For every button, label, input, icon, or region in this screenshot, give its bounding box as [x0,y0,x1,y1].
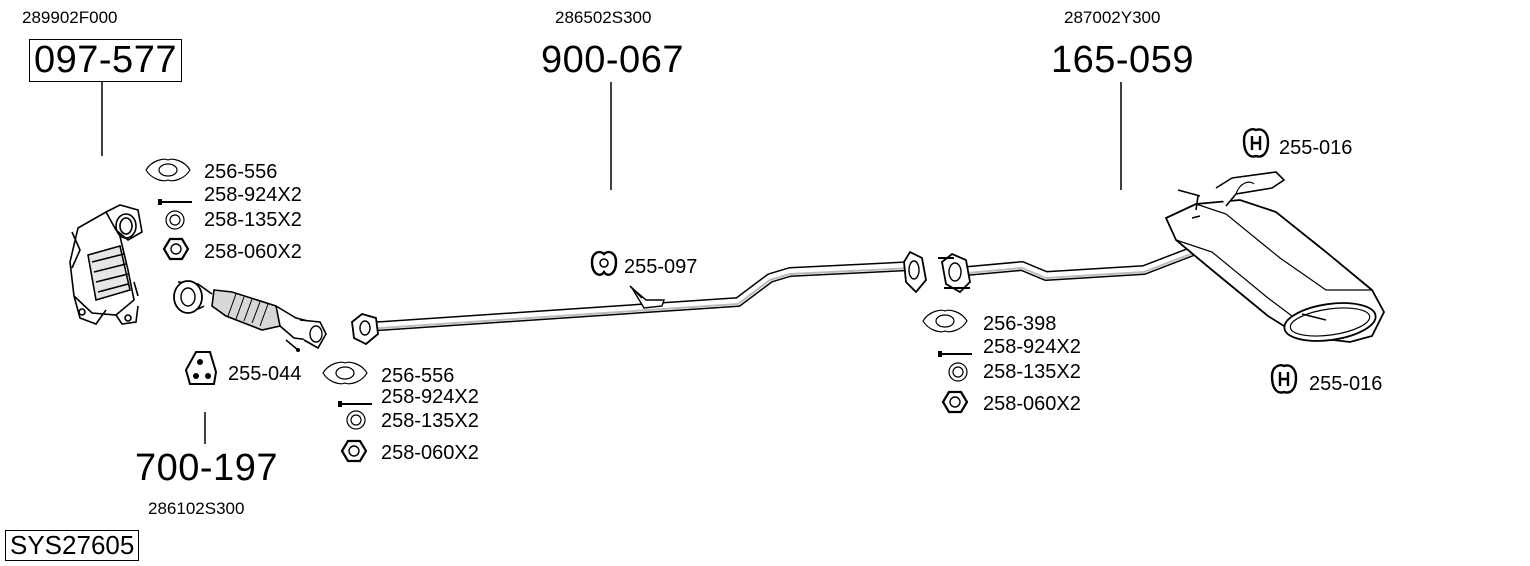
bolt-icon-a [158,199,192,205]
center-pipe-oem-number: 286502S300 [555,8,652,27]
bolt-label-b: 258-924X2 [381,386,479,408]
hanger-label-255-097: 255-097 [624,256,698,278]
hanger-label-top-right: 255-016 [1279,137,1353,159]
nut-label-c: 258-060X2 [983,393,1081,415]
gasket-icon-a [145,158,191,182]
front-pipe-part-number: 700-197 [135,447,278,489]
center-pipe [351,250,927,346]
spring-label-a: 258-135X2 [204,209,302,231]
spring-label-b: 258-135X2 [381,410,479,432]
center-pipe-part-number: 900-067 [541,39,684,81]
hanger-label-bottom-right: 255-016 [1309,373,1383,395]
gasket-label-c: 256-398 [983,313,1057,335]
bolt-label-a: 258-924X2 [204,184,302,206]
rear-silencer [938,171,1386,343]
hanger-255-016-top-icon [1242,128,1270,158]
hanger-label-255-044: 255-044 [228,363,302,385]
spring-washer-icon-c [948,362,968,382]
front-pipe-flex [173,280,327,352]
bolt-icon-b [338,401,372,407]
nut-icon-a [162,237,190,261]
spring-label-c: 258-135X2 [983,361,1081,383]
system-code: SYS27605 [5,530,140,561]
hanger-255-097-icon [590,250,618,276]
catalyst-oem-number: 289902F000 [22,8,118,27]
nut-label-b: 258-060X2 [381,442,479,464]
spring-washer-icon-b [346,410,366,430]
front-pipe-oem-number: 286102S300 [148,499,245,518]
catalytic-converter [69,204,143,325]
rear-box-part-number: 165-059 [1051,39,1194,81]
rear-box-oem-number: 287002Y300 [1064,8,1161,27]
gasket-label-a: 256-556 [204,161,278,183]
gasket-icon-c [922,309,968,333]
nut-icon-b [340,439,368,463]
gasket-label-b: 256-556 [381,365,455,387]
spring-washer-icon-a [165,210,185,230]
hanger-255-016-bottom-icon [1270,364,1298,394]
bolt-icon-c [938,351,972,357]
hanger-255-044-icon [184,351,218,385]
catalyst-part-number: 097-577 [29,39,182,82]
nut-label-a: 258-060X2 [204,241,302,263]
gasket-icon-b [322,361,368,385]
nut-icon-c [941,390,969,414]
bolt-label-c: 258-924X2 [983,336,1081,358]
